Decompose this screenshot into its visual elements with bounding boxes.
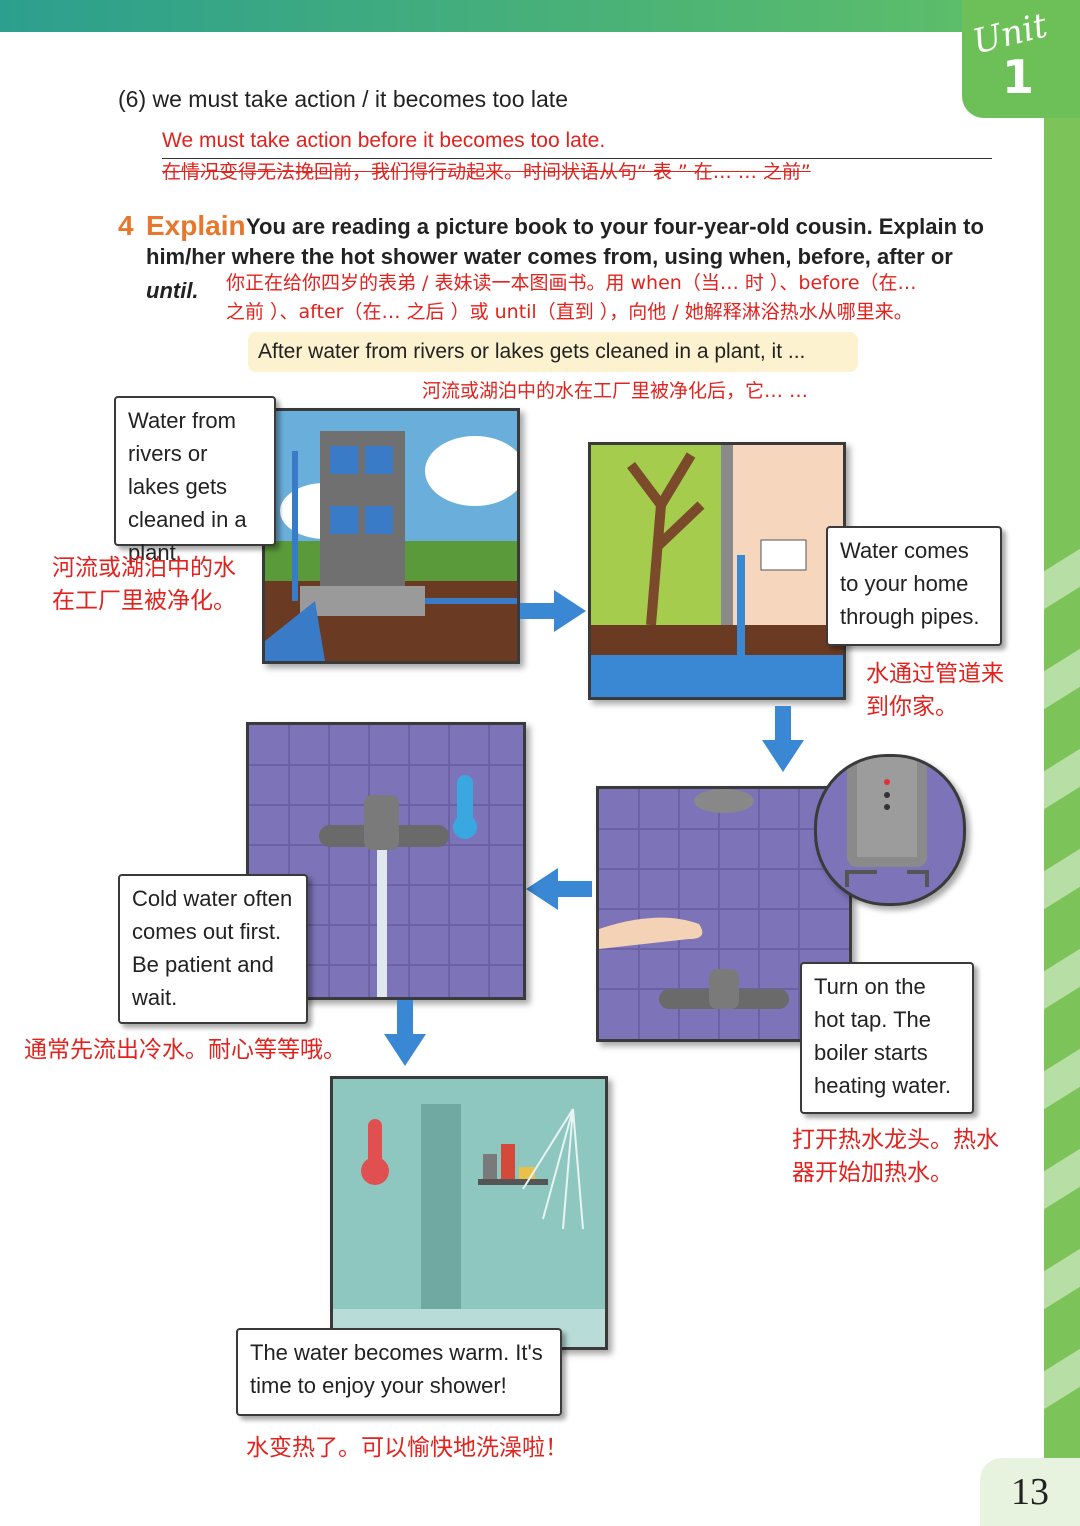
- exercise-number: 4: [118, 210, 134, 242]
- question-6-prompt: (6) we must take action / it becomes too…: [118, 86, 568, 113]
- exercise-instruction-cn-line1: 你正在给你四岁的表弟 / 表妹读一本图画书。用 when（当… 时 ）、befo…: [226, 268, 917, 295]
- side-stripe: [1044, 0, 1080, 1526]
- scene-pipes-home: [588, 442, 846, 700]
- step-5-callout: The water becomes warm. It's time to enj…: [236, 1328, 562, 1416]
- scene-water-plant: [262, 408, 520, 664]
- arrow-down-icon: [762, 706, 804, 772]
- step-1-callout: Water from rivers or lakes gets cleaned …: [114, 396, 276, 546]
- step-3-callout: Turn on the hot tap. The boiler starts h…: [800, 962, 974, 1114]
- step-1-cn: 河流或湖泊中的水在工厂里被净化。: [52, 552, 252, 618]
- arrow-left-icon: [526, 868, 592, 910]
- example-sentence: After water from rivers or lakes gets cl…: [258, 340, 805, 363]
- step-1-text: Water from rivers or lakes gets cleaned …: [128, 408, 247, 565]
- step-2-text: Water comes to your home through pipes.: [840, 538, 979, 629]
- question-6-answer: We must take action before it becomes to…: [162, 129, 605, 153]
- unit-number: 1: [1002, 50, 1034, 104]
- step-2-callout: Water comes to your home through pipes.: [826, 526, 1002, 646]
- arrow-down-icon-2: [384, 1000, 426, 1066]
- example-sentence-cn: 河流或湖泊中的水在工厂里被净化后，它… …: [422, 376, 808, 403]
- exercise-instruction-line1: You are reading a picture book to your f…: [246, 214, 984, 240]
- step-2-cn: 水通过管道来到你家。: [866, 658, 1006, 724]
- boiler-inset: [814, 754, 966, 906]
- exercise-title: Explain: [146, 210, 246, 242]
- exercise-instruction-cn-line2: 之前 ）、after（在… 之后 ）或 until（直到 ），向他 / 她解释淋…: [226, 297, 913, 324]
- step-5-cn: 水变热了。可以愉快地洗澡啦！: [246, 1432, 606, 1465]
- unit-tab: Unit 1: [962, 0, 1080, 118]
- top-banner: [0, 0, 962, 32]
- question-6-chinese-text: 在情况变得无法挽回前，我们得行动起来。时间状语从句“ 表 ” 在… … 之前”: [162, 161, 811, 183]
- step-4-text: Cold water often comes out first. Be pat…: [132, 886, 292, 1010]
- arrow-right-icon: [520, 590, 586, 632]
- example-sentence-box: After water from rivers or lakes gets cl…: [248, 332, 858, 372]
- step-4-cn: 通常先流出冷水。耐心等等哦。: [24, 1034, 384, 1067]
- step-3-text: Turn on the hot tap. The boiler starts h…: [814, 974, 951, 1098]
- question-6-chinese-note: 在情况变得无法挽回前，我们得行动起来。时间状语从句“ 表 ” 在… … 之前”: [162, 158, 992, 185]
- exercise-instruction-line2: him/her where the hot shower water comes…: [146, 244, 953, 270]
- page-number: 13: [980, 1458, 1080, 1526]
- step-4-callout: Cold water often comes out first. Be pat…: [118, 874, 308, 1024]
- step-5-text: The water becomes warm. It's time to enj…: [250, 1340, 543, 1398]
- scene-warm-shower: [330, 1076, 608, 1350]
- exercise-instruction-until: until.: [146, 278, 199, 304]
- step-3-cn: 打开热水龙头。热水器开始加热水。: [792, 1124, 1002, 1190]
